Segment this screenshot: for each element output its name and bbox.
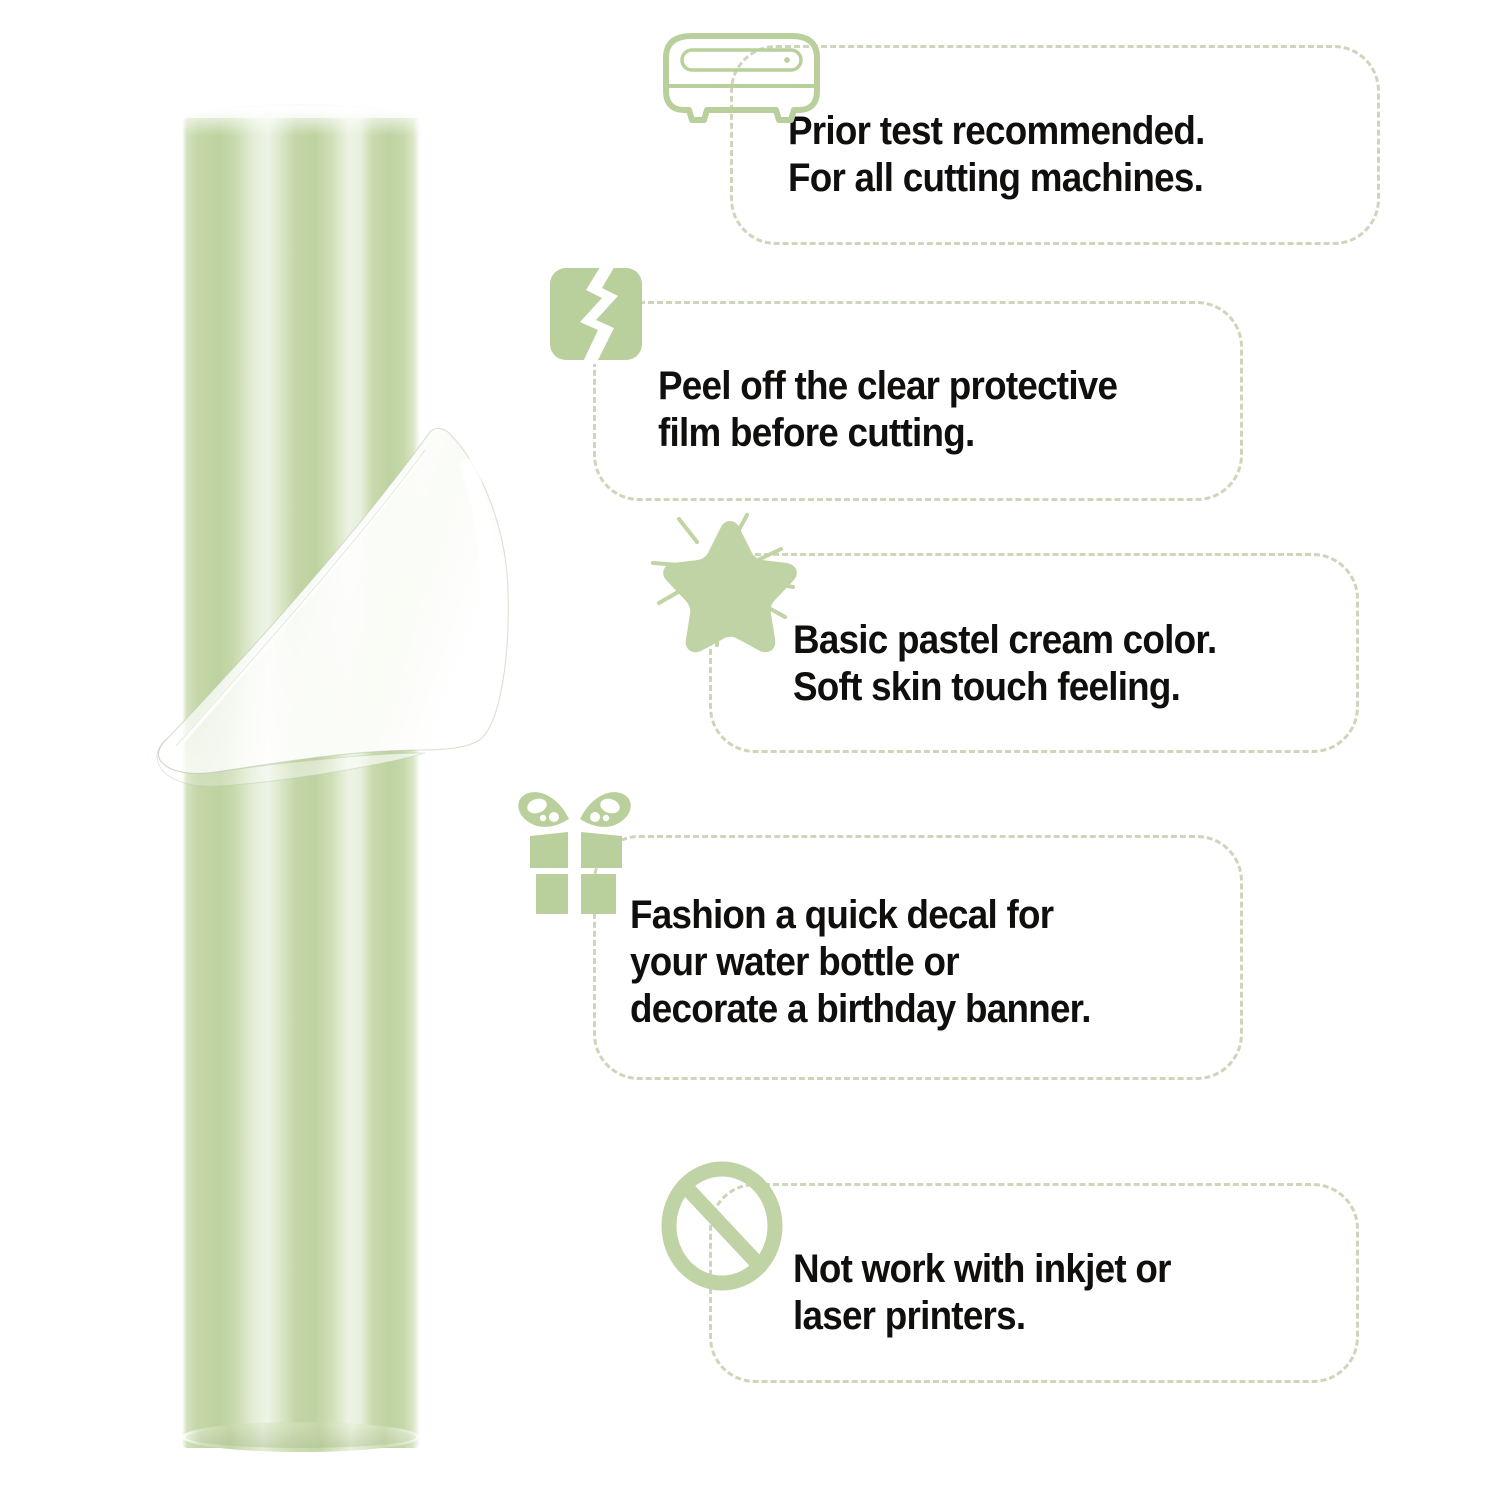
sparkle-star-icon	[645, 505, 835, 655]
product-image	[0, 0, 520, 1500]
feature-item-decal-uses: Fashion a quick decal for your water bot…	[505, 752, 1500, 1080]
feature-item-peel-film: Peel off the clear protective film befor…	[505, 248, 1500, 501]
roll-top-fade	[175, 96, 427, 136]
peel-film-icon	[546, 264, 646, 364]
roll-bottom-cap	[182, 1422, 420, 1452]
feature-card	[593, 835, 1243, 1080]
feature-text: Basic pastel cream color. Soft skin touc…	[793, 618, 1217, 710]
feature-text: Fashion a quick decal for your water bot…	[630, 893, 1091, 1032]
roll-bottom-shadow	[186, 1426, 416, 1448]
feature-text: Not work with inkjet or laser printers.	[793, 1247, 1171, 1339]
cutting-machine-icon	[654, 28, 829, 133]
feature-card	[593, 301, 1243, 501]
feature-card	[730, 45, 1380, 245]
feature-item-pastel-color: Basic pastel cream color. Soft skin touc…	[505, 500, 1500, 753]
feature-item-prior-test: Prior test recommended. For all cutting …	[505, 0, 1500, 250]
feature-card	[709, 553, 1359, 753]
feature-text: Prior test recommended. For all cutting …	[788, 109, 1205, 201]
feature-card	[709, 1183, 1359, 1383]
clear-protective-film	[156, 427, 509, 787]
feature-list: Prior test recommended. For all cutting …	[505, 0, 1500, 1500]
prohibited-icon	[655, 1160, 790, 1295]
feature-text: Peel off the clear protective film befor…	[658, 364, 1118, 456]
feature-item-printer-warning: Not work with inkjet or laser printers.	[505, 1060, 1500, 1383]
gift-box-icon	[510, 782, 645, 922]
